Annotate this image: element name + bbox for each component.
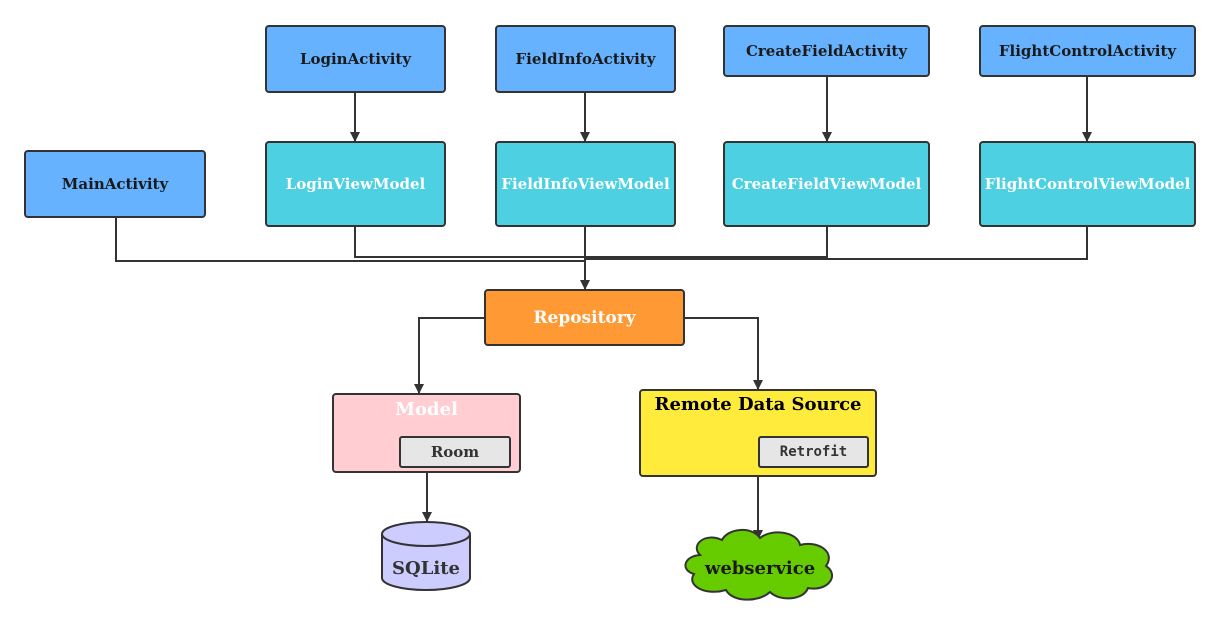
fieldinfo-activity-label: FieldInfoActivity <box>515 50 656 68</box>
fieldinfo-viewmodel-label: FieldInfoViewModel <box>501 175 670 193</box>
webservice-label: webservice <box>704 558 816 579</box>
edge-main-activity-to-repository <box>115 218 585 262</box>
edge-repository-to-model <box>414 317 484 394</box>
login-viewmodel-label: LoginViewModel <box>285 175 426 193</box>
repository-label: Repository <box>533 307 636 328</box>
edge-repository-to-remote <box>685 317 763 390</box>
createfield-viewmodel-node: CreateFieldViewModel <box>723 141 930 227</box>
login-activity-node: LoginActivity <box>265 25 446 93</box>
fieldinfo-viewmodel-node: FieldInfoViewModel <box>495 141 676 227</box>
login-viewmodel-node: LoginViewModel <box>265 141 446 227</box>
login-activity-label: LoginActivity <box>299 50 412 68</box>
edge-login-viewmodel-to-repository <box>354 227 585 258</box>
edge-createfield-viewmodel-to-repository <box>585 227 828 258</box>
fieldinfo-activity-node: FieldInfoActivity <box>495 25 676 93</box>
createfield-viewmodel-label: CreateFieldViewModel <box>731 175 922 193</box>
edge-flightcontrol-viewmodel-to-repository <box>585 227 1088 260</box>
remote-data-source-label: Remote Data Source <box>654 394 862 415</box>
repository-node: Repository <box>484 289 685 346</box>
createfield-activity-node: CreateFieldActivity <box>723 25 930 77</box>
model-label: Model <box>395 399 458 420</box>
room-label: Room <box>430 443 480 461</box>
sqlite-cylinder <box>381 521 471 591</box>
flightcontrol-activity-node: FlightControlActivity <box>979 25 1196 77</box>
room-node: Room <box>399 436 511 468</box>
flightcontrol-viewmodel-label: FlightControlViewModel <box>984 175 1191 193</box>
retrofit-label: Retrofit <box>779 444 848 460</box>
main-activity-node: MainActivity <box>24 150 206 218</box>
flightcontrol-viewmodel-node: FlightControlViewModel <box>979 141 1196 227</box>
flightcontrol-activity-label: FlightControlActivity <box>998 42 1177 60</box>
webservice-cloud <box>684 529 833 601</box>
main-activity-label: MainActivity <box>61 175 169 193</box>
createfield-activity-label: CreateFieldActivity <box>745 42 908 60</box>
sqlite-label: SQLite <box>392 558 460 579</box>
retrofit-node: Retrofit <box>758 436 869 468</box>
